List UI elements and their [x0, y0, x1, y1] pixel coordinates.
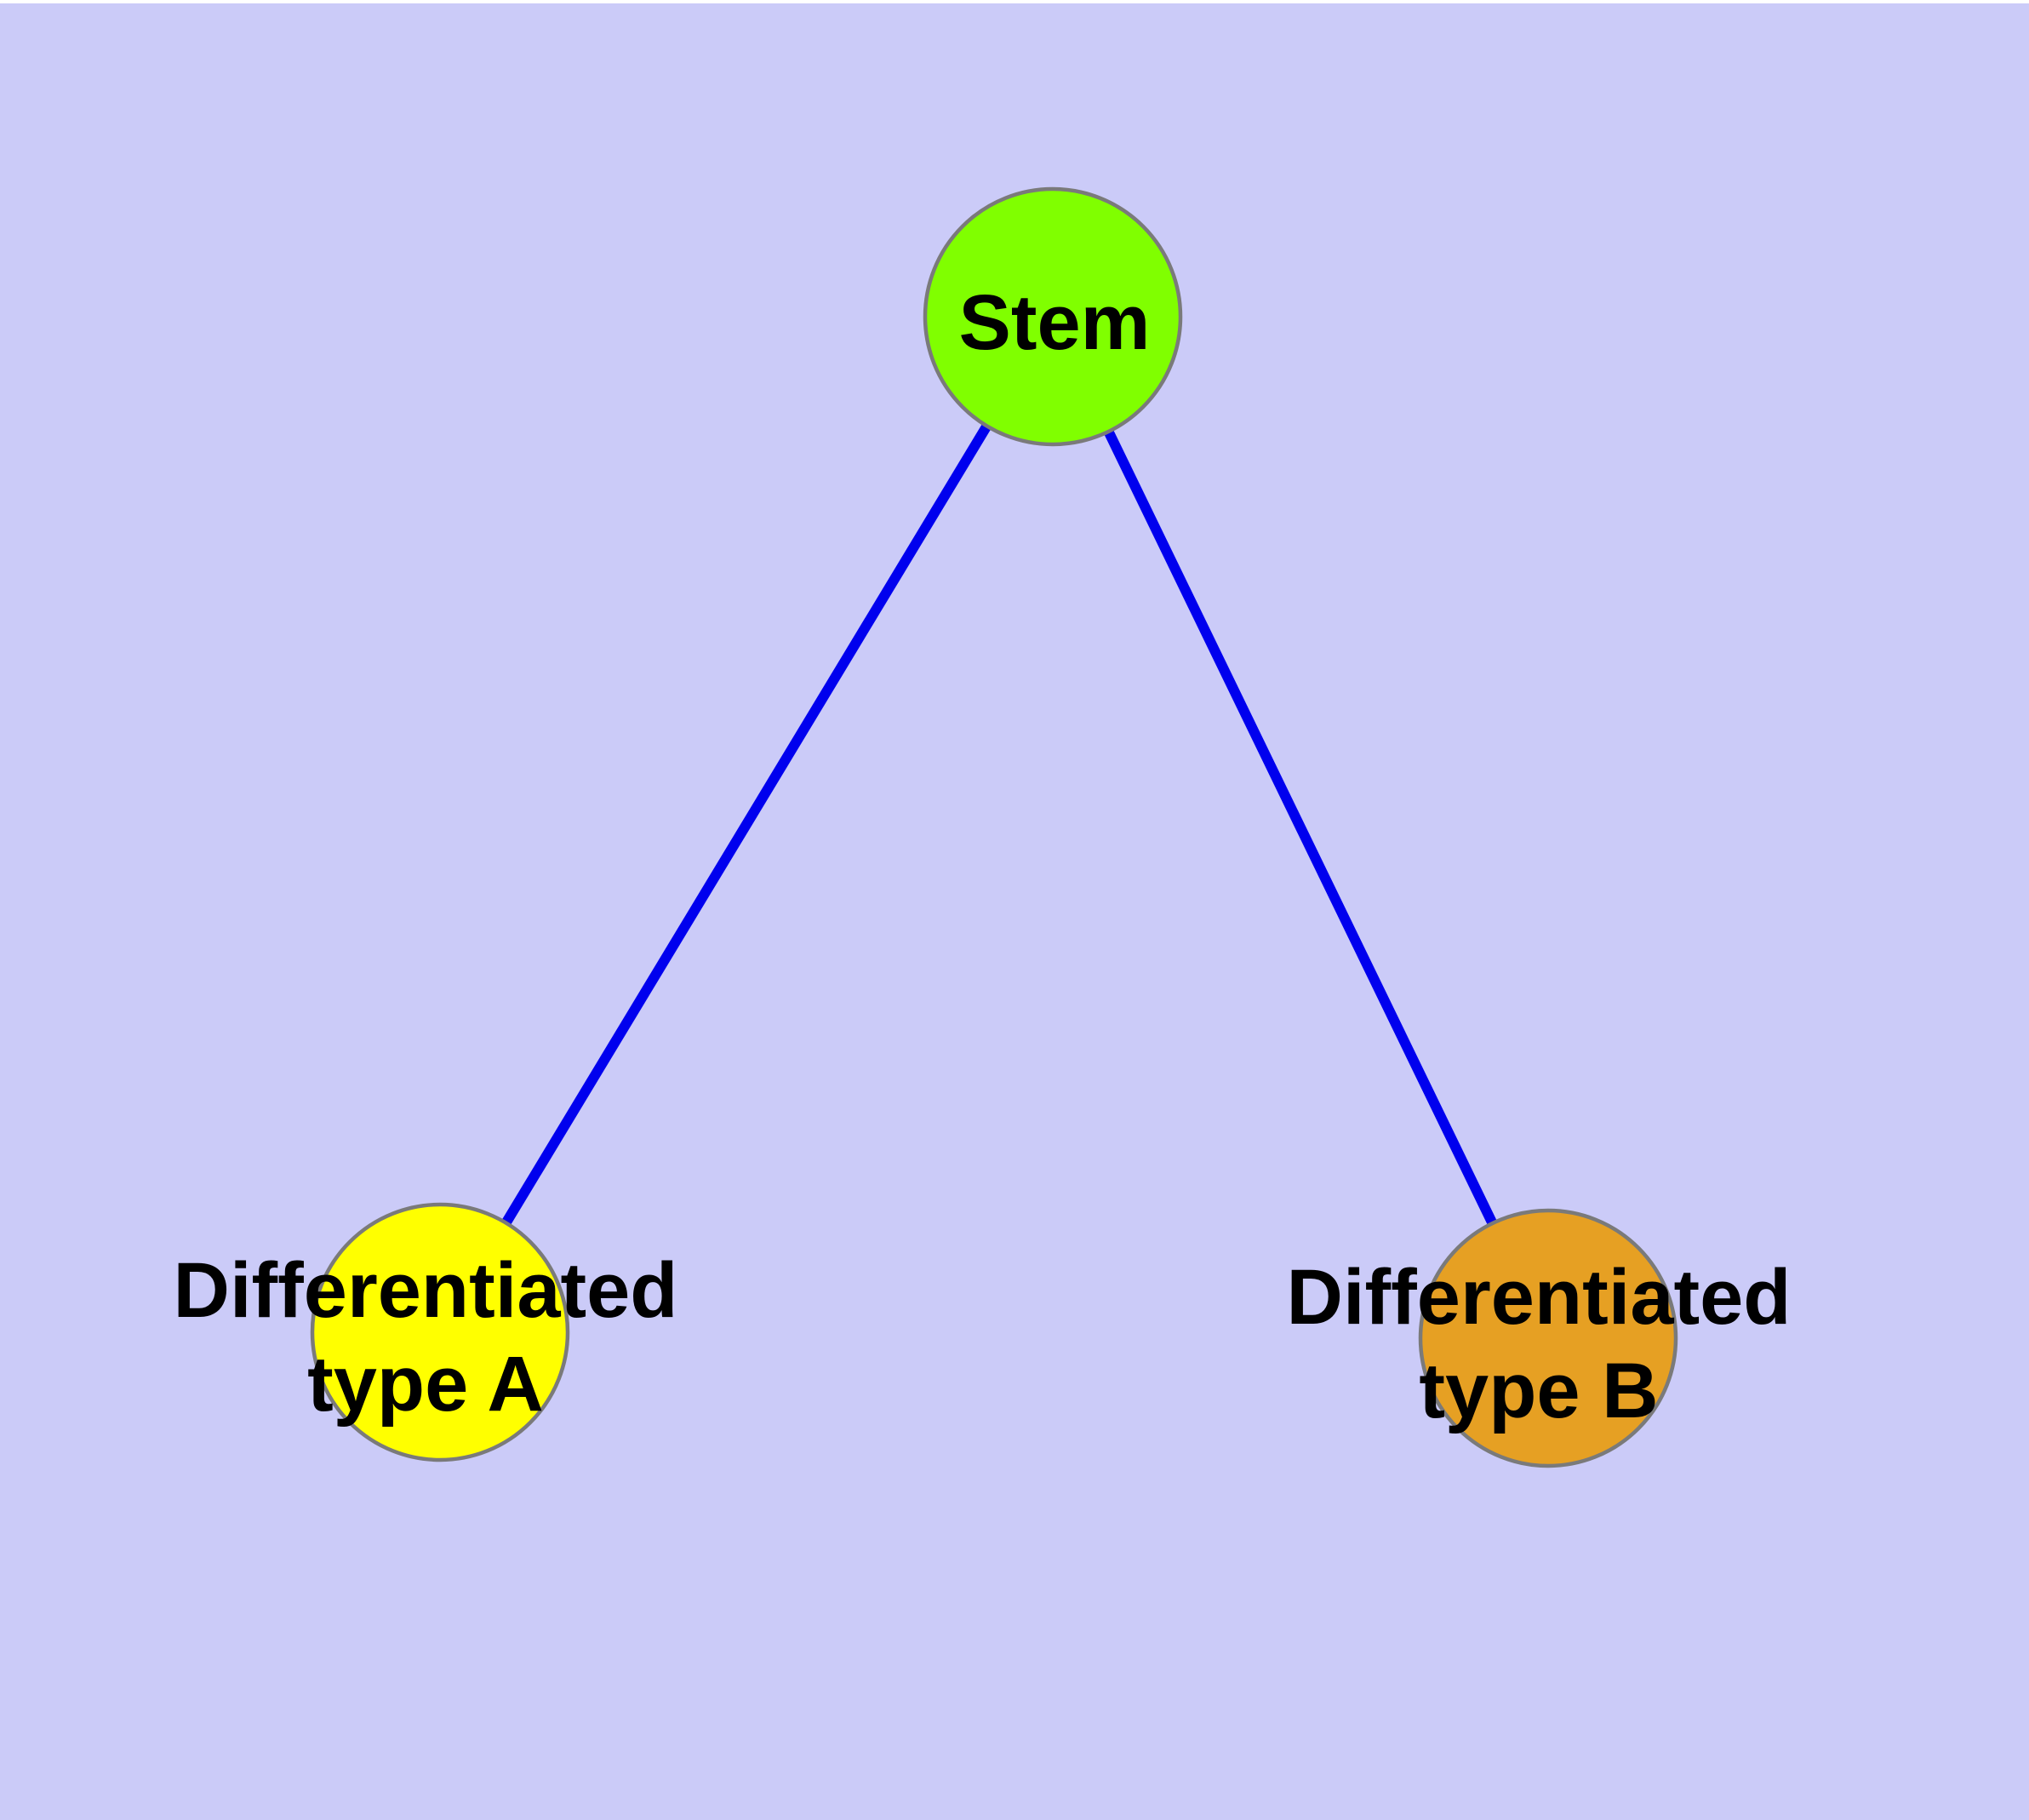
edge-stem-to-type-b	[1048, 314, 1553, 1341]
edge-stem-to-type-a	[435, 313, 1058, 1336]
node-differentiated-type-b	[1418, 1208, 1678, 1468]
top-margin-strip	[0, 0, 2029, 3]
node-differentiated-type-a	[310, 1202, 570, 1462]
node-differentiated-type-a-label-line1: Differentiated	[174, 1247, 678, 1334]
node-differentiated-type-a-label-line2: type A	[307, 1341, 544, 1428]
node-stem	[923, 186, 1183, 447]
node-stem-label: Stem	[959, 279, 1151, 366]
node-differentiated-type-b-label-line2: type B	[1419, 1348, 1658, 1434]
node-differentiated-type-b-label-line1: Differentiated	[1287, 1254, 1792, 1341]
